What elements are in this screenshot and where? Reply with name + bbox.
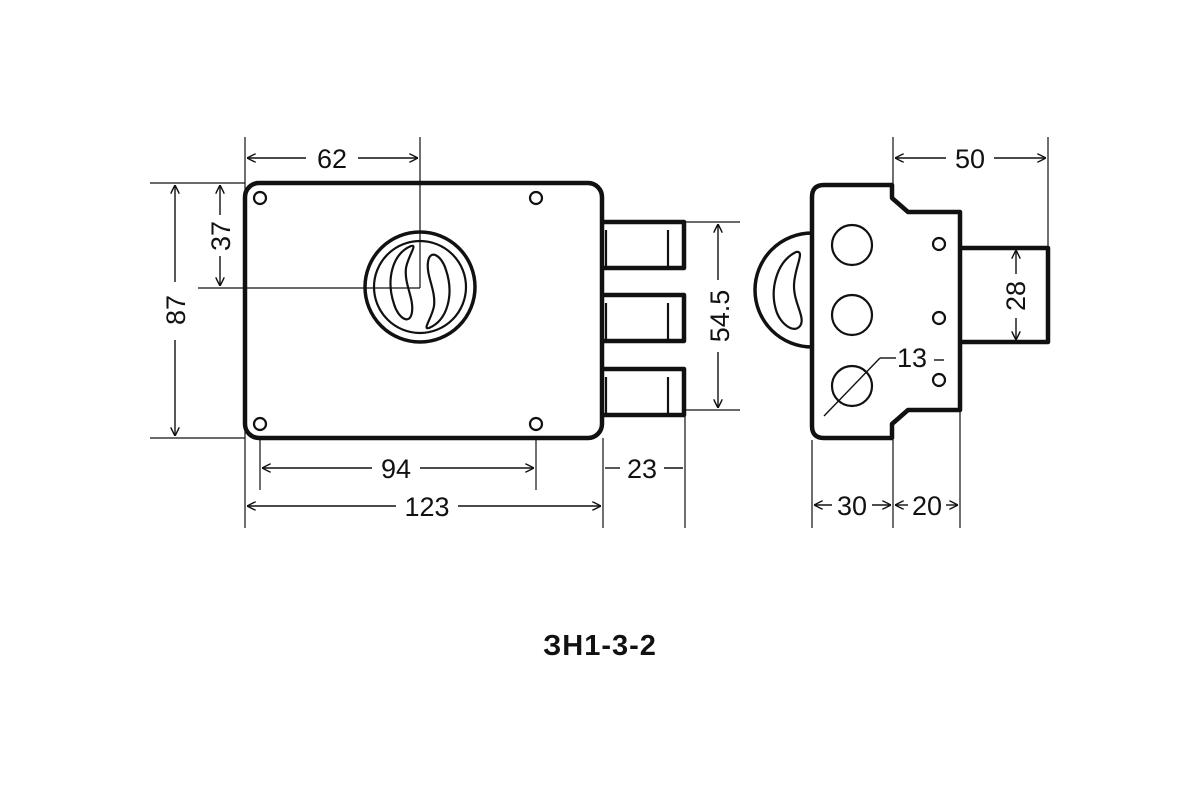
dim-bolt-projection: 23 bbox=[627, 454, 657, 484]
cylinder-slot-left bbox=[389, 244, 415, 321]
dim-side-bolt-height: 28 bbox=[1001, 281, 1031, 311]
dim-hole-leader bbox=[823, 357, 881, 417]
side-hole-top bbox=[830, 223, 874, 267]
dim-cylinder-offset: 62 bbox=[317, 144, 347, 174]
cylinder-slot-right bbox=[425, 253, 451, 330]
dim-front-width: 123 bbox=[404, 492, 449, 522]
screw-hole-bottom-left bbox=[252, 416, 268, 432]
side-dimensions: 50 28 13 30 20 bbox=[811, 137, 1049, 528]
screw-hole-bottom-right bbox=[528, 416, 544, 432]
knob-slot bbox=[772, 250, 803, 330]
bolt-middle bbox=[593, 292, 687, 344]
dim-hole-spacing: 94 bbox=[381, 454, 411, 484]
front-dimensions: 62 87 37 54.5 94 23 123 bbox=[150, 137, 740, 528]
dim-side-depth: 50 bbox=[955, 144, 985, 174]
dim-side-body-depth: 30 bbox=[837, 491, 867, 521]
bolt-top bbox=[593, 219, 687, 271]
bolt-side bbox=[955, 245, 1051, 345]
dim-front-height: 87 bbox=[161, 295, 191, 325]
dim-bolt-span: 54.5 bbox=[705, 290, 735, 343]
side-screw-bottom bbox=[931, 372, 947, 388]
dim-cylinder-height: 37 bbox=[206, 221, 236, 251]
front-view bbox=[198, 137, 687, 441]
side-screw-top bbox=[931, 236, 947, 252]
screw-hole-top-right bbox=[528, 190, 544, 206]
dim-hole-diameter: 13 bbox=[897, 343, 927, 373]
screw-hole-top-left bbox=[252, 190, 268, 206]
bolt-bottom bbox=[593, 366, 687, 418]
model-caption: ЗН1-3-2 bbox=[543, 630, 657, 662]
side-hole-middle bbox=[830, 293, 874, 337]
side-screw-middle bbox=[931, 310, 947, 326]
dim-side-flange-depth: 20 bbox=[912, 491, 942, 521]
